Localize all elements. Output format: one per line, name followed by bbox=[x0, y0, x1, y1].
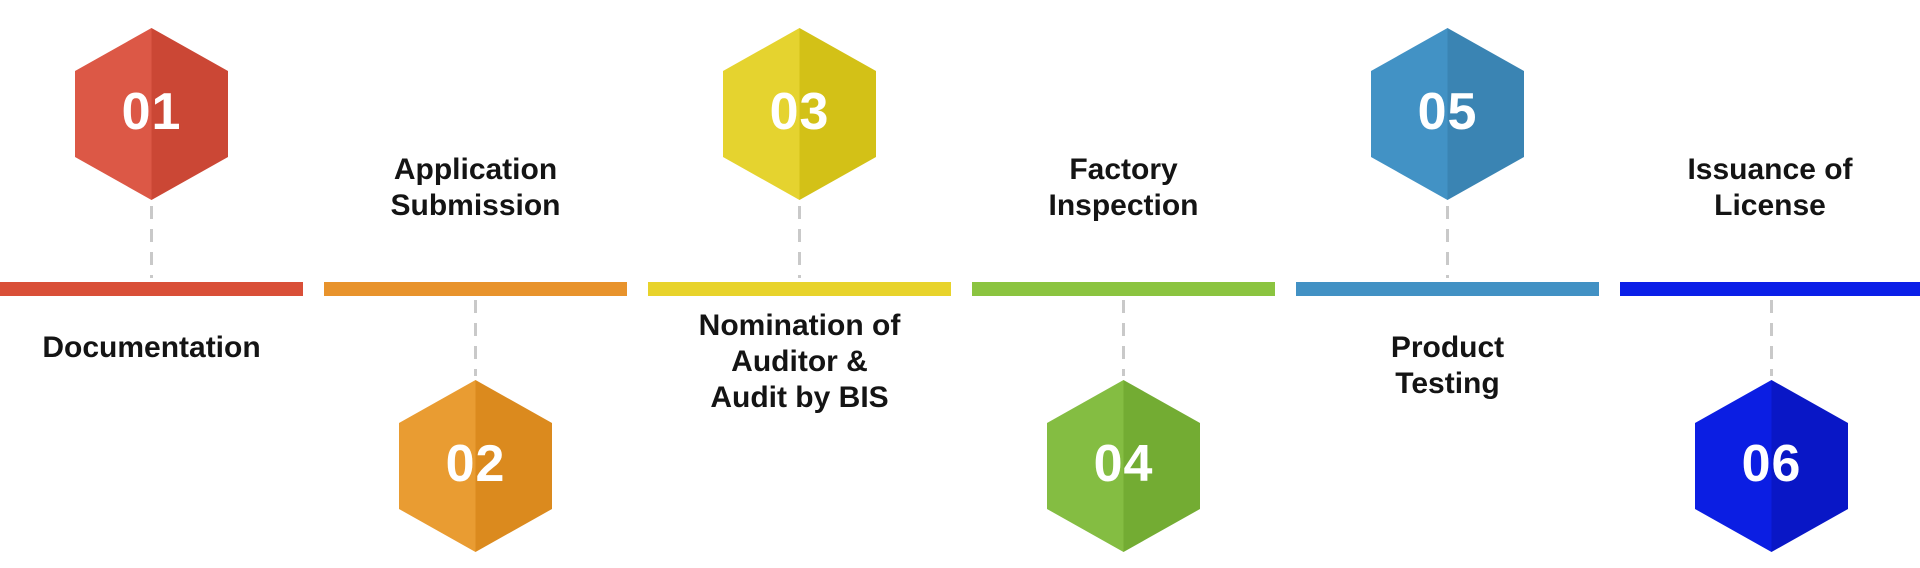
step-label: Documentation bbox=[42, 331, 261, 364]
dashed-connector bbox=[798, 206, 801, 278]
step-hexagon: 02 bbox=[399, 380, 552, 552]
step-number: 02 bbox=[445, 435, 506, 493]
timeline-segment bbox=[648, 282, 951, 296]
timeline-segment bbox=[0, 282, 303, 296]
timeline-segment bbox=[1296, 282, 1599, 296]
step-number: 06 bbox=[1741, 435, 1802, 493]
process-step-1: 01 Documentation bbox=[0, 0, 303, 568]
step-number: 04 bbox=[1093, 435, 1154, 493]
timeline-segment bbox=[972, 282, 1275, 296]
timeline-segment bbox=[1620, 282, 1920, 296]
step-hexagon: 04 bbox=[1047, 380, 1200, 552]
dashed-connector bbox=[150, 206, 153, 278]
dashed-connector bbox=[474, 300, 477, 376]
step-number: 01 bbox=[121, 83, 182, 141]
step-hexagon: 03 bbox=[723, 28, 876, 200]
step-hexagon: 05 bbox=[1371, 28, 1524, 200]
dashed-connector bbox=[1122, 300, 1125, 376]
step-number: 03 bbox=[769, 83, 830, 141]
step-hexagon: 01 bbox=[75, 28, 228, 200]
dashed-connector bbox=[1770, 300, 1773, 376]
step-hexagon: 06 bbox=[1695, 380, 1848, 552]
dashed-connector bbox=[1446, 206, 1449, 278]
step-number: 05 bbox=[1417, 83, 1478, 141]
timeline-segment bbox=[324, 282, 627, 296]
